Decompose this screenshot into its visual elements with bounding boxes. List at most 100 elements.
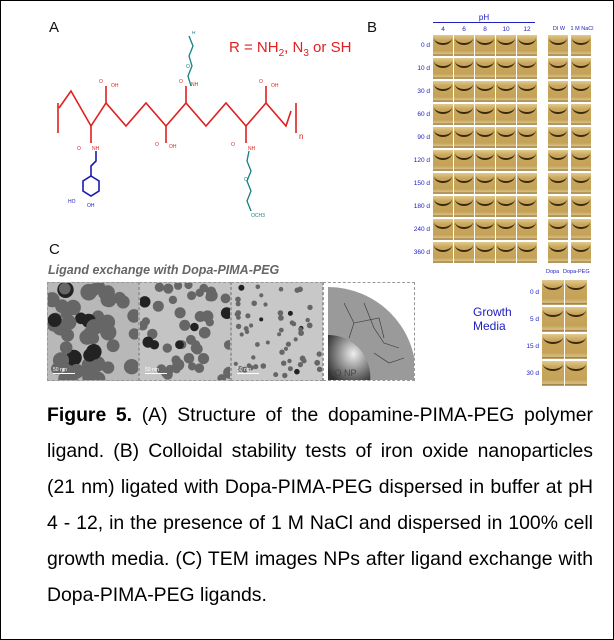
growth-media-row-label: 30 d bbox=[526, 370, 539, 377]
svg-text:OCH3: OCH3 bbox=[251, 213, 265, 219]
panel-a-label: A bbox=[49, 19, 60, 36]
vial bbox=[475, 35, 495, 56]
nanoparticle bbox=[190, 322, 199, 332]
nanoparticle bbox=[48, 292, 60, 308]
vial bbox=[517, 35, 537, 56]
vial bbox=[571, 35, 591, 56]
nanoparticle bbox=[259, 317, 264, 322]
nanoparticle bbox=[251, 300, 257, 307]
nanoparticle bbox=[298, 330, 304, 336]
nanoparticle bbox=[294, 287, 300, 293]
time-row-label: 180 d bbox=[413, 203, 430, 210]
nanoparticle bbox=[147, 328, 158, 340]
nanoparticle bbox=[316, 351, 322, 357]
vial bbox=[433, 196, 453, 217]
tem-image-3: 50 nm bbox=[231, 282, 323, 381]
nanoparticle bbox=[259, 293, 264, 298]
nanoparticle bbox=[59, 283, 71, 295]
nanoparticle bbox=[65, 349, 82, 366]
nanoparticle bbox=[265, 340, 270, 345]
vial bbox=[565, 307, 587, 332]
vial bbox=[454, 173, 474, 194]
nanoparticle bbox=[243, 326, 249, 332]
nanoparticle bbox=[287, 310, 293, 316]
vial bbox=[542, 280, 564, 305]
vial bbox=[548, 150, 568, 171]
vial bbox=[454, 81, 474, 102]
r-group-definition: R = NH2, N3 or SH bbox=[229, 39, 351, 59]
nanoparticle bbox=[294, 368, 300, 375]
ph-axis-title: pH bbox=[433, 13, 535, 23]
nanoparticle bbox=[163, 283, 174, 294]
nanoparticle bbox=[260, 363, 267, 369]
figure-label: Figure 5. bbox=[47, 404, 133, 426]
nanoparticle bbox=[183, 353, 195, 364]
vial bbox=[517, 219, 537, 240]
vial bbox=[433, 35, 453, 56]
vial bbox=[571, 104, 591, 125]
vial bbox=[548, 196, 568, 217]
vial bbox=[496, 242, 516, 263]
vial bbox=[517, 242, 537, 263]
vial bbox=[571, 127, 591, 148]
vial bbox=[517, 150, 537, 171]
nanoparticle bbox=[278, 315, 284, 321]
ph-column-label: 8 bbox=[483, 26, 487, 33]
vial bbox=[548, 173, 568, 194]
vial bbox=[571, 81, 591, 102]
nanoparticle bbox=[90, 371, 106, 380]
nanoparticle bbox=[273, 372, 279, 378]
nanoparticle bbox=[291, 321, 297, 327]
nanoparticle bbox=[175, 340, 184, 350]
vial bbox=[496, 150, 516, 171]
vial bbox=[517, 127, 537, 148]
nanoparticle-schematic: IO NP bbox=[323, 282, 415, 381]
time-row-label: 360 d bbox=[413, 249, 430, 256]
nanoparticle bbox=[116, 295, 130, 309]
time-row-label: 0 d bbox=[420, 42, 430, 49]
growth-media-row-label: 15 d bbox=[526, 343, 539, 350]
nanoparticle bbox=[179, 319, 191, 331]
nanoparticle bbox=[241, 366, 248, 373]
nanoparticle bbox=[314, 359, 321, 366]
vial bbox=[496, 58, 516, 79]
panel-c-label: C bbox=[49, 241, 60, 258]
time-row-label: 30 d bbox=[417, 88, 430, 95]
growth-media-row-label: 5 d bbox=[529, 316, 539, 323]
svg-text:OH: OH bbox=[169, 144, 177, 150]
vial bbox=[542, 307, 564, 332]
growth-media-line: Growth bbox=[473, 305, 512, 319]
nanoparticle bbox=[263, 302, 268, 307]
vial bbox=[496, 127, 516, 148]
vial bbox=[542, 334, 564, 359]
vial bbox=[475, 127, 495, 148]
vial bbox=[496, 173, 516, 194]
vial bbox=[548, 81, 568, 102]
scale-bar: 50 nm bbox=[145, 367, 167, 374]
tem-image-2: 50 nm bbox=[139, 282, 231, 381]
vial bbox=[433, 242, 453, 263]
nanoparticle bbox=[239, 332, 244, 337]
growth-media-column-label: Dopa bbox=[546, 269, 560, 275]
nanoparticle bbox=[277, 310, 284, 316]
vial bbox=[454, 104, 474, 125]
vial bbox=[571, 242, 591, 263]
nanoparticle bbox=[172, 358, 185, 371]
caption-text: (A) Structure of the dopamine-PIMA-PEG p… bbox=[47, 404, 594, 606]
nanoparticle bbox=[60, 308, 73, 320]
nanoparticle bbox=[253, 364, 259, 370]
nanoparticle bbox=[249, 323, 254, 328]
vial bbox=[517, 104, 537, 125]
vial bbox=[475, 104, 495, 125]
vial bbox=[548, 127, 568, 148]
nanoparticle bbox=[127, 309, 138, 323]
vial bbox=[496, 35, 516, 56]
svg-text:O: O bbox=[259, 79, 263, 85]
nanoparticle bbox=[141, 317, 150, 326]
vial bbox=[454, 58, 474, 79]
nanoparticle bbox=[59, 341, 73, 354]
nanoparticle bbox=[220, 307, 230, 319]
nanoparticle bbox=[223, 340, 230, 350]
svg-text:OH: OH bbox=[111, 83, 119, 89]
vial bbox=[571, 173, 591, 194]
